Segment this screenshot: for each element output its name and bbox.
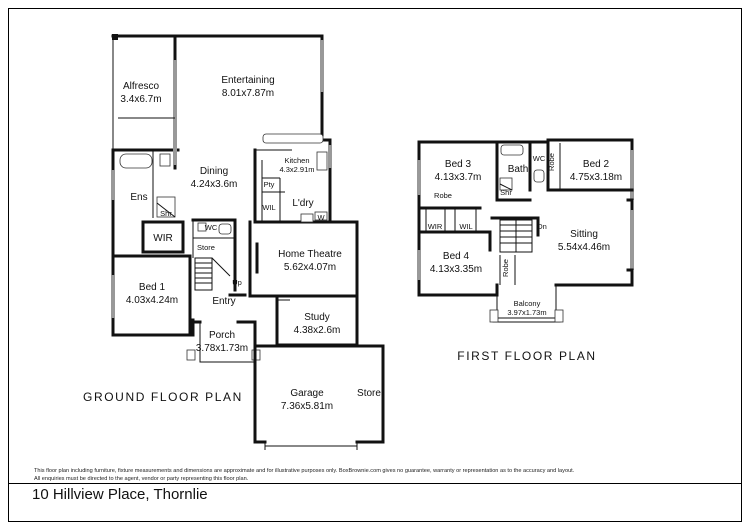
robe-bed2-label: Robe — [547, 153, 556, 171]
alfresco-label: Alfresco — [123, 81, 160, 92]
garage-walls — [253, 344, 385, 450]
balcony-label: Balcony — [514, 299, 541, 308]
bed2-label: Bed 2 — [583, 159, 610, 170]
ground-stairs — [194, 257, 231, 291]
balcony-size: 3.97x1.73m — [507, 308, 546, 317]
entry-label: Entry — [212, 296, 235, 307]
study-size: 4.38x2.6m — [294, 325, 341, 336]
disclaimer-line-1: This floor plan including furniture, fix… — [34, 468, 575, 474]
kitchen-block — [253, 148, 332, 224]
first-wil-label: WIL — [459, 222, 472, 231]
robe-bed4-label: Robe — [501, 259, 510, 277]
property-address: 10 Hillview Place, Thornlie — [32, 486, 208, 503]
page-frame — [8, 8, 742, 522]
pantry-label: Pty — [264, 180, 275, 189]
bath-walls — [495, 140, 550, 202]
kitchen-label: Kitchen — [284, 156, 309, 165]
bed3-walls — [417, 140, 499, 234]
alfresco-size: 3.4x6.7m — [120, 94, 161, 105]
bed1-size: 4.03x4.24m — [126, 295, 178, 306]
wc-label: WC — [205, 223, 218, 232]
bed4-label: Bed 4 — [443, 251, 470, 262]
porch-label: Porch — [209, 330, 235, 341]
garage-label: Garage — [290, 388, 324, 399]
bed2-walls — [546, 143, 634, 192]
wir-walls — [141, 220, 185, 254]
disclaimer: This floor plan including furniture, fix… — [34, 467, 724, 483]
ground-floor-plan: Alfresco 3.4x6.7m Entertaining 8.01x7.87… — [83, 34, 385, 450]
first-shower-label: Shr — [500, 188, 512, 197]
ensuite-shower-label: Shr — [160, 209, 172, 218]
dining-size: 4.24x3.6m — [191, 179, 238, 190]
robe-bed3-label: Robe — [434, 191, 452, 200]
washer-label: W — [317, 213, 325, 222]
bed3-size: 4.13x3.7m — [435, 172, 482, 183]
first-floor-stairs — [490, 216, 540, 253]
balcony-walls — [489, 285, 564, 323]
garage-store-label: Store — [357, 388, 381, 399]
entertaining-walls — [173, 34, 332, 224]
wil-label: WIL — [262, 203, 275, 212]
study-label: Study — [304, 312, 330, 323]
bed4-walls — [488, 230, 516, 285]
ensuite-fixtures — [119, 150, 176, 218]
store-label: Store — [197, 243, 215, 252]
wc-store-walls — [191, 218, 237, 277]
entertaining-label: Entertaining — [221, 75, 274, 86]
wir-label: WIR — [153, 233, 172, 244]
sitting-label: Sitting — [570, 229, 598, 240]
home-theatre-size: 5.62x4.07m — [284, 262, 336, 273]
kitchen-size: 4.3x2.91m — [279, 165, 314, 174]
garage-size: 7.36x5.81m — [281, 401, 333, 412]
dining-label: Dining — [200, 166, 228, 177]
bed4-size: 4.13x3.35m — [430, 264, 482, 275]
disclaimer-line-2: All enquiries must be directed to the ag… — [34, 476, 249, 482]
bed1-label: Bed 1 — [139, 282, 166, 293]
laundry-label: L'dry — [292, 198, 313, 209]
ensuite-label: Ens — [130, 192, 147, 203]
ground-floor-title: GROUND FLOOR PLAN — [83, 390, 243, 404]
bed3-label: Bed 3 — [445, 159, 472, 170]
first-floor-title: FIRST FLOOR PLAN — [457, 349, 596, 363]
kitchen-island — [262, 133, 324, 144]
stairs-up-label: Up — [232, 278, 242, 287]
sitting-size: 5.54x4.46m — [558, 242, 610, 253]
entertaining-size: 8.01x7.87m — [222, 88, 274, 99]
bath-label: Bath — [508, 164, 529, 175]
bedroom-wing-walls — [111, 148, 195, 337]
porch-size: 3.78x1.73m — [196, 343, 248, 354]
stairs-dn-label: Dn — [537, 222, 547, 231]
first-wir-label: WIR — [428, 222, 443, 231]
footer-divider — [8, 483, 742, 484]
home-theatre-label: Home Theatre — [278, 249, 342, 260]
first-floor-plan: Bed 3 4.13x3.7m Robe WIR WIL Bath WC Shr… — [417, 138, 634, 363]
bed2-size: 4.75x3.18m — [570, 172, 622, 183]
first-wc-label: WC — [533, 154, 546, 163]
